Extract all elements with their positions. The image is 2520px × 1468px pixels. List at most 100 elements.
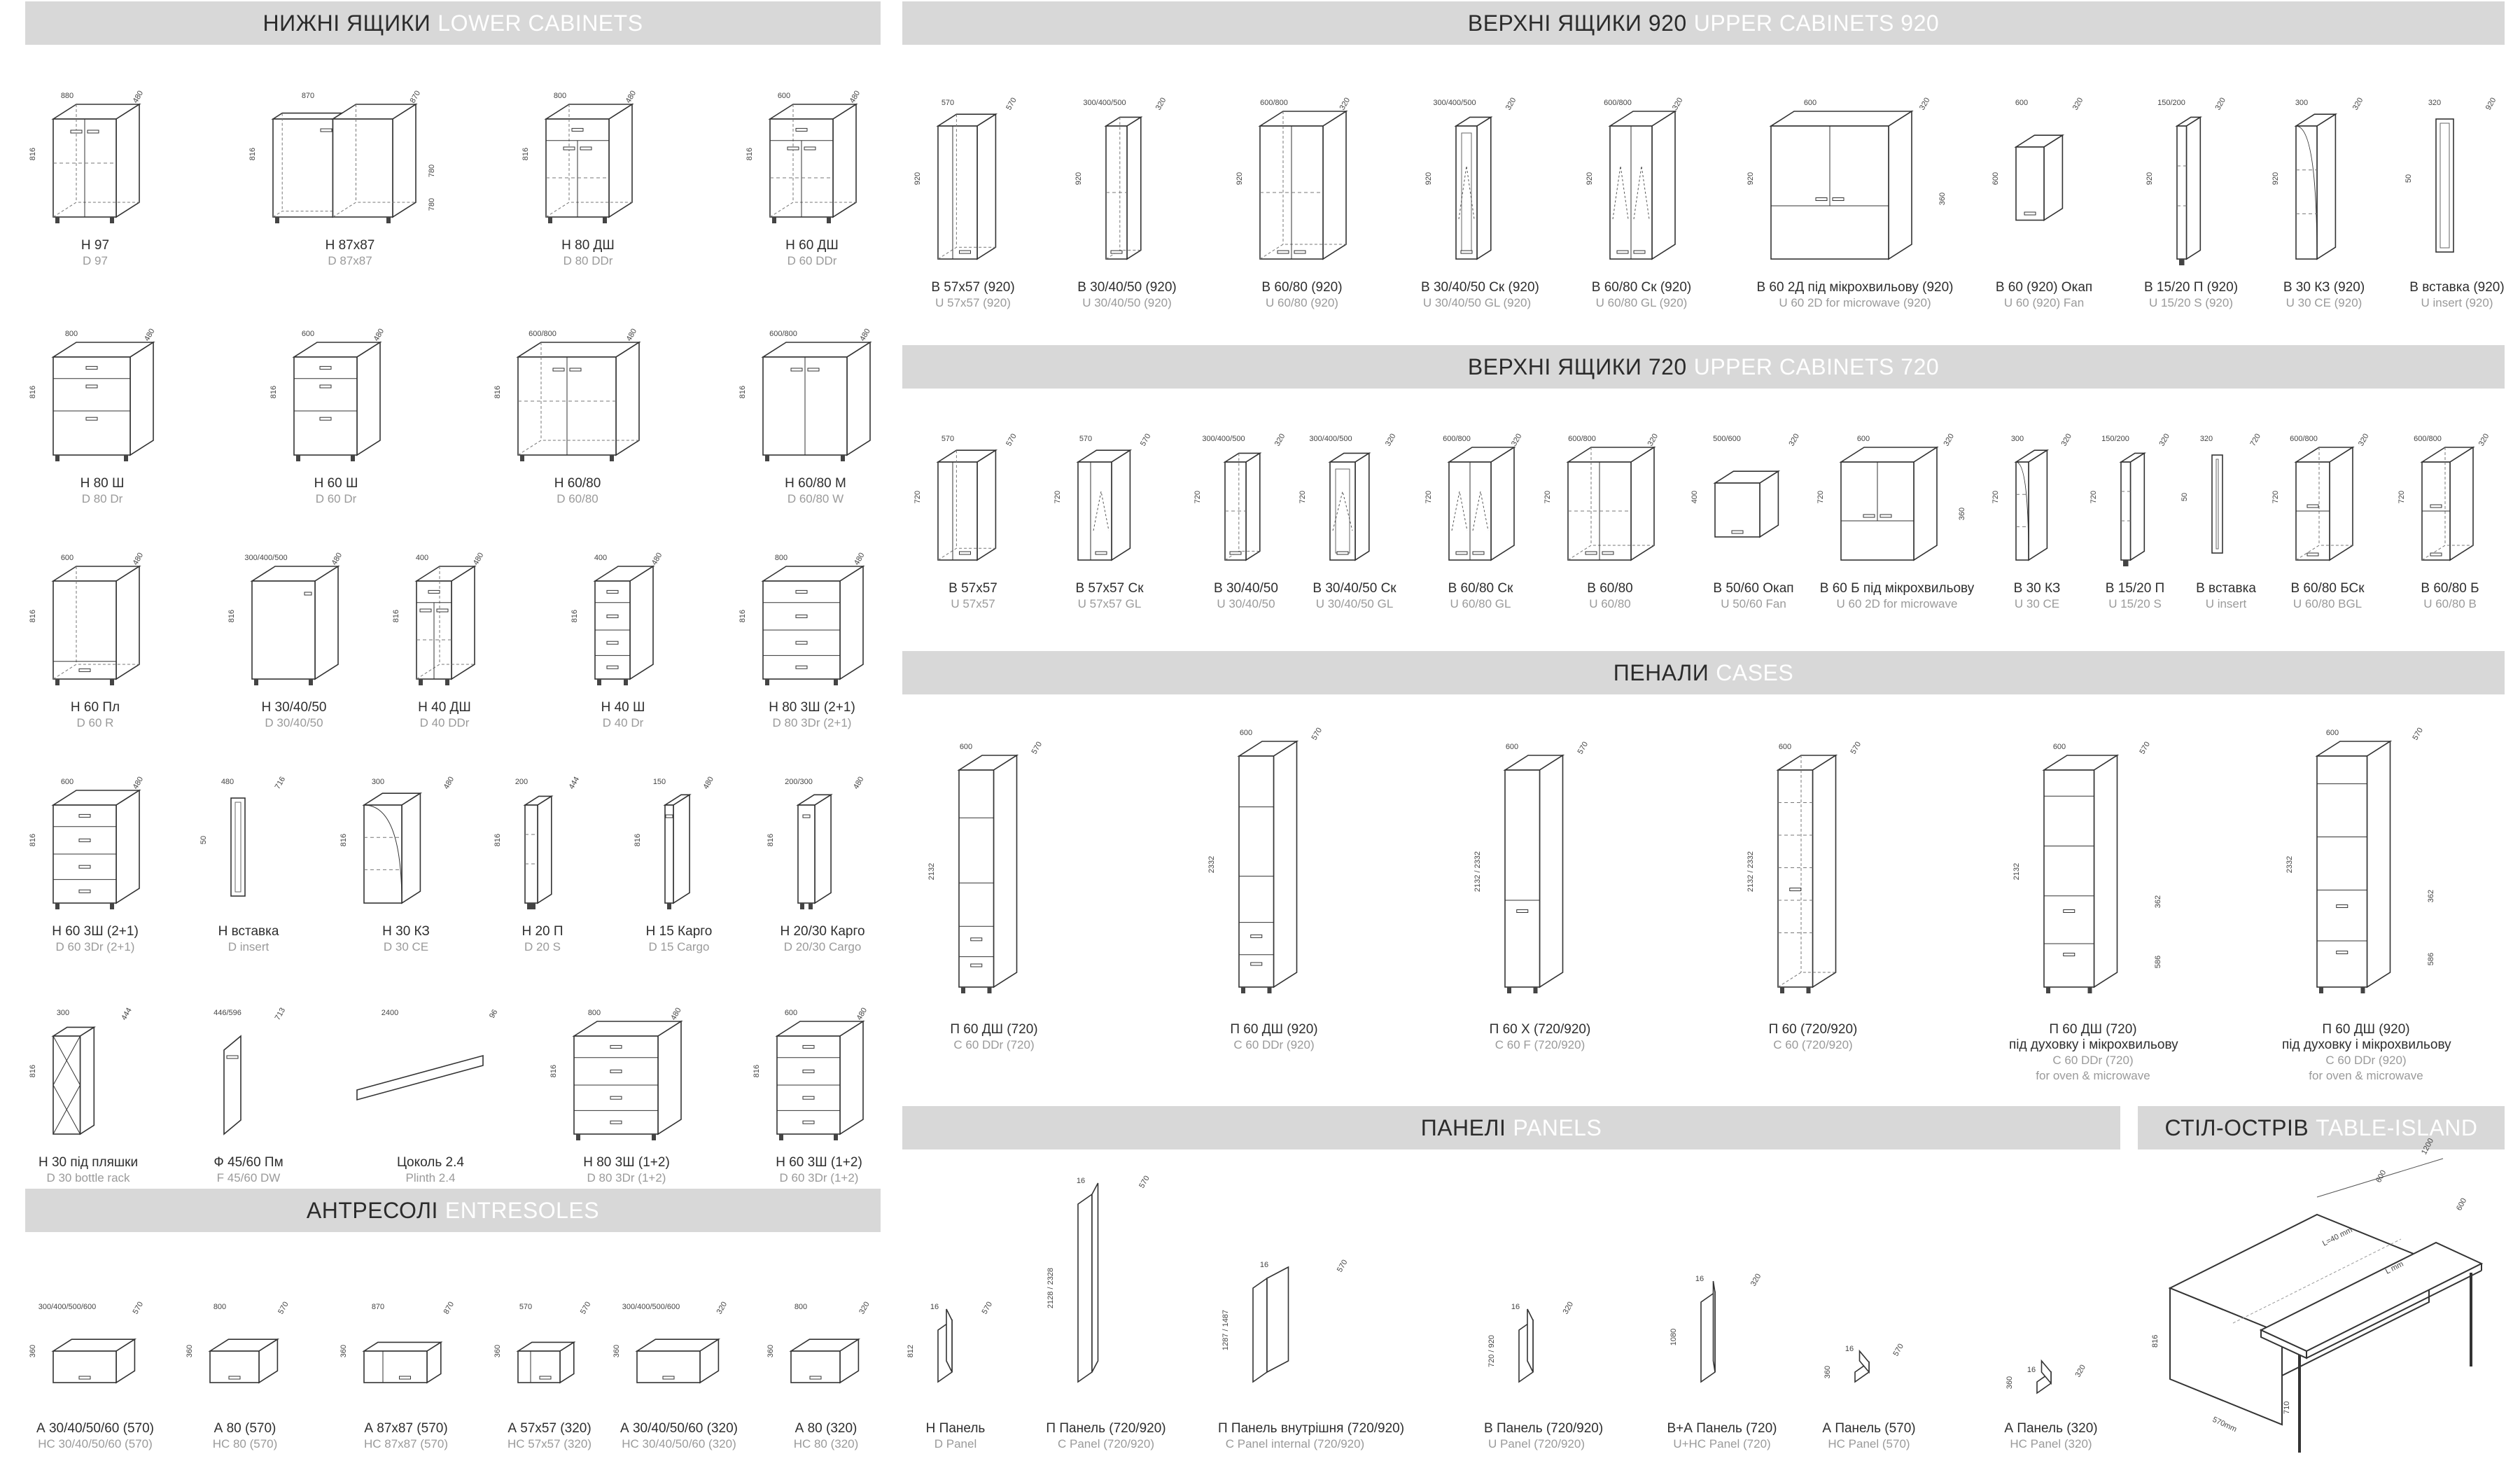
- item-label: В 57x57: [948, 581, 997, 596]
- dimension-label: 816: [29, 148, 37, 160]
- dimension-label: 570: [1336, 1259, 1350, 1274]
- dimension-label: 50: [2404, 174, 2413, 183]
- dimension-label: 320: [2351, 97, 2365, 112]
- section-title-en: UPPER CABINETS 720: [1693, 354, 1940, 379]
- item-sublabel: U 57x57 (920): [935, 296, 1011, 309]
- dimension-label: 16: [930, 1303, 939, 1311]
- dimension-label: 600/800: [769, 330, 797, 338]
- dimension-label: 480: [625, 328, 639, 343]
- table-island-svg: 1200 600 600 L=40 mm L mm 816 710 570mm: [2151, 1137, 2484, 1453]
- item-sublabel: D 40 DDr: [419, 716, 470, 729]
- dimension-label: 600/800: [2414, 435, 2442, 443]
- item-label: Ф 45/60 Пм: [214, 1155, 284, 1170]
- item-sublabel: U 30 CE: [2014, 597, 2060, 610]
- item-sublabel: HC 30/40/50/60 (320): [622, 1437, 736, 1450]
- dimension-label: 720: [1194, 491, 1202, 503]
- item-sublabel: HC Panel (320): [2010, 1437, 2092, 1450]
- item-label: Н Панель: [925, 1421, 986, 1436]
- dimension-label: 720: [1991, 491, 2000, 503]
- dimension-label: 444: [120, 1007, 134, 1022]
- item-label: В Панель (720/920): [1484, 1421, 1604, 1436]
- dimension-label: 16: [2027, 1366, 2036, 1374]
- dimension-label: 816: [752, 1065, 761, 1077]
- item-sublabel: U 15/20 S (920): [2148, 296, 2233, 309]
- dimension-label: 713: [274, 1007, 288, 1022]
- item-sublabel: C Panel internal (720/920): [1225, 1437, 1365, 1450]
- dimension-label: 50: [2180, 493, 2189, 501]
- item-sublabel: U 60 2D for microwave: [1836, 597, 1958, 610]
- item-sublabel: U 60/80 B: [2423, 597, 2477, 610]
- item-sublabel: C 60 F (720/920): [1494, 1038, 1586, 1051]
- dimension-label: 320: [1942, 433, 1956, 448]
- dimension-label: 480: [472, 552, 486, 567]
- dimension-label: 600: [1991, 172, 2000, 185]
- item-sublabel: F 45/60 DW: [216, 1171, 281, 1184]
- dimension-label: 780: [428, 165, 436, 177]
- item-label: В 60/80 (920): [1261, 280, 1343, 295]
- item-label: В+А Панель (720): [1667, 1421, 1777, 1436]
- item-label: В вставка: [2196, 581, 2256, 596]
- item-sublabel: D 80 Dr: [81, 492, 123, 505]
- dimension-label: 320: [2059, 433, 2073, 448]
- dimension-label: 320: [1504, 97, 1518, 112]
- item-label: В 60/80 Ск (920): [1591, 280, 1692, 295]
- dimension-label: 600: [785, 1009, 797, 1017]
- dimension-label: 480: [669, 1007, 683, 1022]
- item-label: П 60 (720/920): [1768, 1022, 1858, 1037]
- item-label: А 30/40/50/60 (570): [36, 1421, 154, 1436]
- dimension-label: 870: [302, 92, 314, 100]
- dimension-label: 320: [1154, 97, 1168, 112]
- item-sublabel: HC 87x87 (570): [363, 1437, 448, 1450]
- dimension-label: 200: [515, 778, 528, 786]
- section-title-en: LOWER CABINETS: [438, 10, 643, 36]
- item-label: Цоколь 2.4: [397, 1155, 464, 1170]
- dimension-label: 570: [1004, 433, 1018, 448]
- dimension-label: 360: [612, 1345, 621, 1357]
- dimension-label: 320: [2213, 97, 2227, 112]
- dimension-label: 920: [2146, 172, 2154, 185]
- dimension-label: 800: [65, 330, 78, 338]
- item-sublabel: U 30/40/50: [1217, 597, 1275, 610]
- dimension-label: 16: [1077, 1177, 1085, 1185]
- item-sublabel: D 60/80 W: [787, 492, 844, 505]
- item-label: Н 20/30 Карго: [780, 924, 865, 939]
- dimension-label: 2332: [2286, 856, 2294, 873]
- item-sublabel: HC 57x57 (320): [507, 1437, 592, 1450]
- dimension-label: 570: [981, 1301, 995, 1316]
- item-sublabel: U 60/80 GL (920): [1595, 296, 1688, 309]
- section-title-uk: ПЕНАЛИ: [1613, 659, 1709, 685]
- dimension-label: 570: [1030, 741, 1044, 756]
- item-sublabel: D 20 S: [524, 940, 561, 953]
- dimension-label: 480: [624, 90, 638, 105]
- section-title-en: ENTRESOLES: [444, 1197, 600, 1223]
